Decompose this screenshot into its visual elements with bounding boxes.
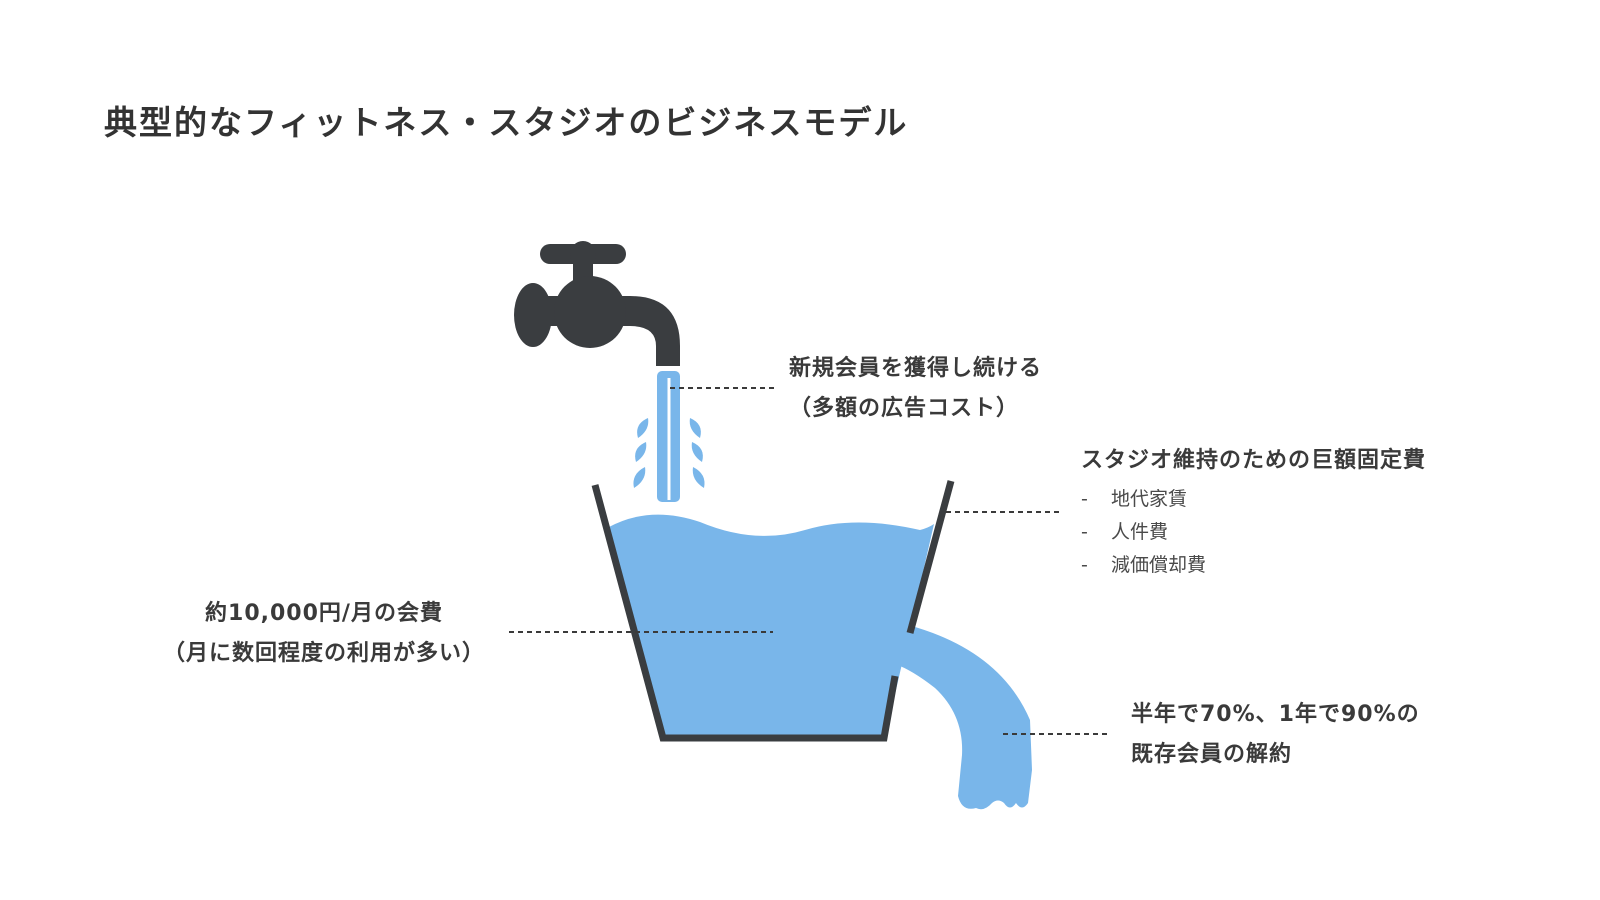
faucet-icon	[514, 241, 680, 366]
churn-label: 半年で70%、1年で90%の 既存会員の解約	[1131, 695, 1420, 775]
acquisition-line-1: 新規会員を獲得し続ける	[789, 356, 1043, 381]
fixed-costs-list: -地代家賃 -人件費 -減価償却費	[1081, 483, 1206, 582]
churn-line-1: 半年で70%、1年で90%の	[1131, 702, 1420, 727]
acquisition-label: 新規会員を獲得し続ける （多額の広告コスト）	[789, 349, 1042, 429]
fixed-costs-heading: スタジオ維持のための巨額固定費	[1081, 448, 1427, 473]
water-droplets	[633, 418, 705, 488]
leak-stream	[895, 625, 1032, 810]
membership-fee-line-2: （月に数回程度の利用が多い）	[162, 641, 485, 666]
fixed-cost-item: -減価償却費	[1081, 554, 1207, 576]
bucket-icon	[591, 480, 955, 742]
acquisition-line-2: （多額の広告コスト）	[789, 396, 1020, 421]
page-title: 典型的なフィットネス・スタジオのビジネスモデル	[104, 103, 909, 142]
fixed-cost-item: -地代家賃	[1081, 488, 1188, 510]
bucket-water	[609, 514, 934, 738]
churn-line-2: 既存会員の解約	[1131, 742, 1293, 767]
membership-fee-label: 約10,000円/月の会費 （月に数回程度の利用が多い）	[149, 594, 499, 674]
leader-lines	[509, 387, 1108, 735]
membership-fee-line-1: 約10,000円/月の会費	[205, 601, 443, 626]
fixed-cost-item: -人件費	[1081, 521, 1169, 543]
